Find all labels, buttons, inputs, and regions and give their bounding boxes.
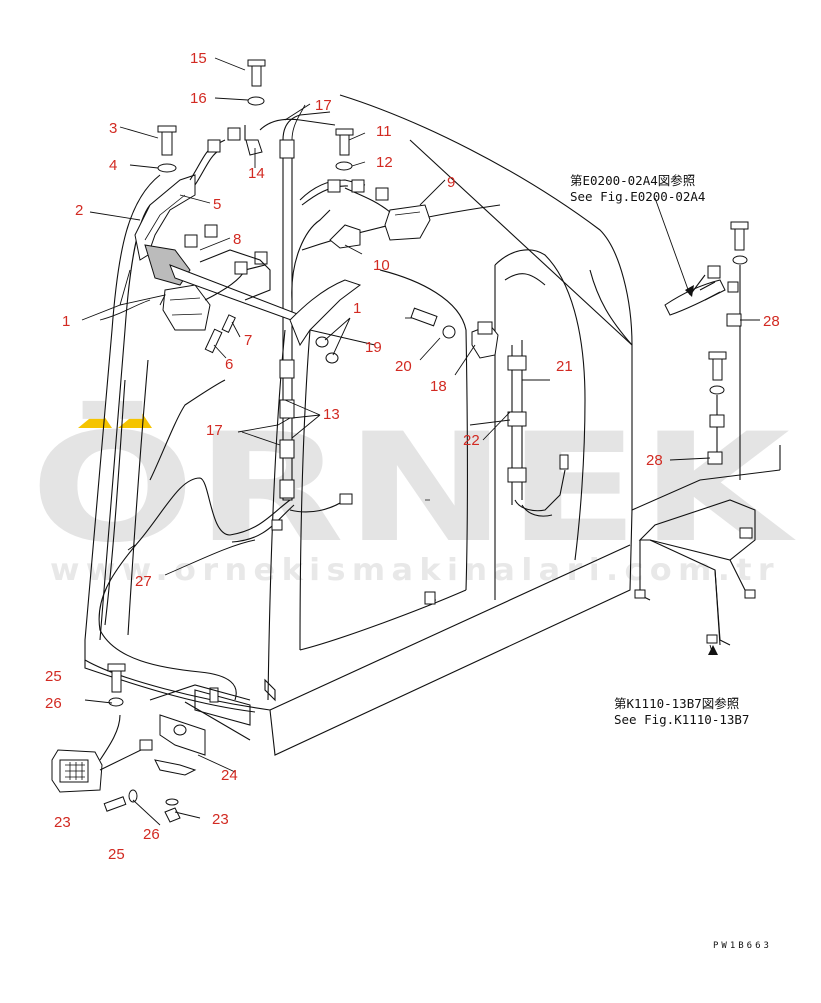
lower-lamp-assembly	[51, 663, 251, 823]
right-side-assembly	[634, 221, 756, 646]
callout-19: 19	[365, 339, 382, 356]
callout-25-top: 25	[45, 668, 62, 685]
callout-21: 21	[556, 358, 573, 375]
callout-12: 12	[376, 154, 393, 171]
callout-7: 7	[244, 332, 252, 349]
callout-17-mid: 17	[206, 422, 223, 439]
reference-2-japanese: 第K1110-13B7図参照	[614, 696, 739, 711]
callout-11: 11	[376, 123, 392, 140]
callout-13: 13	[323, 406, 340, 423]
callout-4: 4	[109, 157, 117, 174]
rear-wall-hardware	[410, 307, 569, 517]
callout-6: 6	[225, 356, 233, 373]
callout-5: 5	[213, 196, 221, 213]
callout-1-left: 1	[62, 313, 70, 330]
drawing-id: PW1B663	[713, 941, 772, 951]
reference-1-japanese: 第E0200-02A4図参照	[570, 173, 695, 188]
callout-8: 8	[233, 231, 241, 248]
callout-3: 3	[109, 120, 117, 137]
callout-10: 10	[373, 257, 390, 274]
harness-routing	[98, 111, 353, 701]
watermark-accent-right	[118, 410, 152, 428]
callout-28-lower: 28	[646, 452, 663, 469]
callout-17-top: 17	[315, 97, 332, 114]
callout-16: 16	[190, 90, 207, 107]
front-lamp-assembly	[134, 125, 362, 364]
callout-23-right: 23	[212, 811, 229, 828]
callout-23-left: 23	[54, 814, 71, 831]
callout-15: 15	[190, 50, 207, 67]
watermark-url: www.ornekismakinalari.com.tr	[50, 553, 780, 588]
callout-26-top: 26	[45, 695, 62, 712]
callouts: 15 16 17 3 11 4 12 14 9 5 2 8 10 1 1 7 1…	[45, 50, 780, 863]
callout-20: 20	[395, 358, 412, 375]
callout-28-upper: 28	[763, 313, 780, 330]
reference-notes: 第E0200-02A4図参照 See Fig.E0200-02A4 第K1110…	[570, 173, 749, 727]
watermark: ÖRNEK www.ornekismakinalari.com.tr	[30, 400, 796, 588]
callout-1-right: 1	[353, 300, 361, 317]
callout-24: 24	[221, 767, 238, 784]
callout-9: 9	[447, 174, 455, 191]
rear-lamp-assembly	[245, 59, 431, 249]
reference-arrows	[685, 285, 718, 655]
callout-25-bottom: 25	[108, 846, 125, 863]
reference-2-english: See Fig.K1110-13B7	[614, 712, 749, 727]
callout-18: 18	[430, 378, 447, 395]
callout-27: 27	[135, 573, 152, 590]
callout-26-bottom: 26	[143, 826, 160, 843]
callout-14: 14	[248, 165, 265, 182]
callout-2: 2	[75, 202, 83, 219]
watermark-brand: ÖRNEK	[30, 400, 796, 576]
callout-22: 22	[463, 432, 480, 449]
reference-1-english: See Fig.E0200-02A4	[570, 189, 705, 204]
